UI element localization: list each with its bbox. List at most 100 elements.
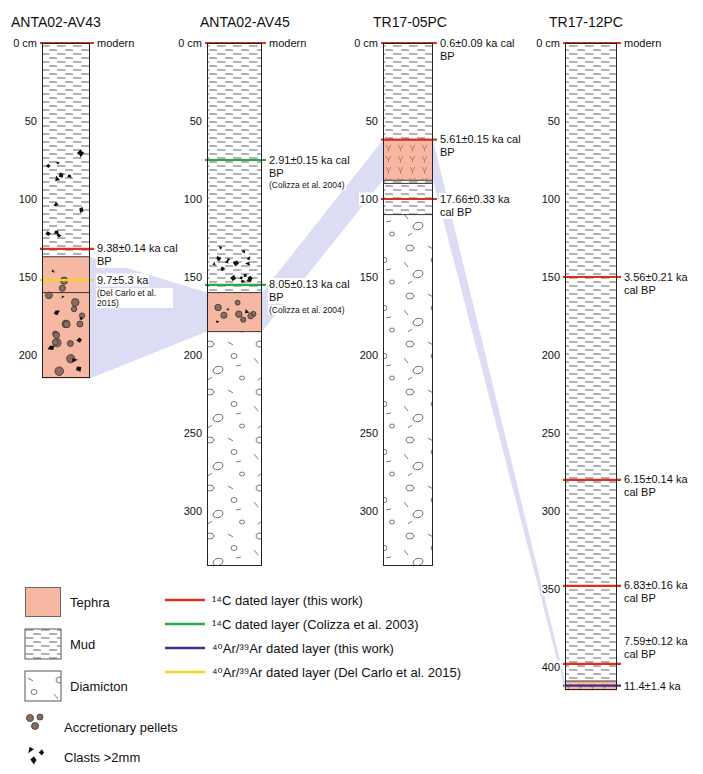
date-label: 9.7±5.3 ka xyxy=(96,274,149,287)
mud-fill xyxy=(383,43,433,140)
depth-label: 100 xyxy=(541,193,561,206)
legend-text: Diamicton xyxy=(70,679,128,694)
depth-label: 0 cm xyxy=(12,37,38,50)
pellet-symbol xyxy=(53,332,59,338)
date-label: 6.15±0.14 ka cal BP xyxy=(623,473,699,499)
legend-text: ¹⁴C dated layer (Colizza et al. 2003) xyxy=(212,617,418,632)
clast-symbol xyxy=(48,346,55,351)
clast-symbol xyxy=(245,262,250,266)
clast-symbol xyxy=(79,317,83,320)
age-label: modern xyxy=(96,37,135,50)
clast-symbol xyxy=(79,152,85,157)
age-label: modern xyxy=(268,37,307,50)
pellet-symbol xyxy=(62,320,70,328)
mud-fill xyxy=(207,43,262,293)
date-label: 17.66±0.33 ka cal BP xyxy=(439,193,523,219)
date-label: 2.91±0.15 ka cal BP xyxy=(268,154,352,180)
legend-text: Accretionary pellets xyxy=(64,720,177,735)
dated-layer-line xyxy=(40,248,94,250)
clast-symbol xyxy=(52,269,55,273)
clast-symbol xyxy=(233,260,239,266)
pellet-symbol xyxy=(71,306,76,311)
legend-line-sample xyxy=(165,599,205,602)
legend-text: ⁴⁰Ar/³⁹Ar dated layer (Del Carlo et al. … xyxy=(212,665,461,680)
pellet-symbol xyxy=(55,367,64,376)
diamicton-fill xyxy=(207,332,262,566)
depth-label: 300 xyxy=(183,505,203,518)
layer-boundary xyxy=(383,214,433,215)
depth-label: 0 cm xyxy=(177,37,203,50)
date-label: 6.83±0.16 ka cal BP xyxy=(623,579,699,605)
clast-symbol xyxy=(72,358,78,362)
core-columns xyxy=(40,43,621,690)
legend-samples xyxy=(25,587,205,764)
pellet-symbol xyxy=(236,311,242,317)
correlation-band xyxy=(433,140,565,691)
clast-symbol xyxy=(56,162,60,165)
clast-symbol xyxy=(67,175,71,179)
pellet-symbol xyxy=(63,321,70,328)
citation-label: (Colizza et al. 2004) xyxy=(268,305,346,315)
layer-boundary xyxy=(383,183,433,184)
date-label: 3.56±0.21 ka cal BP xyxy=(623,271,699,297)
depth-label: 200 xyxy=(18,349,38,362)
dated-layer-line xyxy=(205,159,266,161)
tephra-fill xyxy=(42,257,90,379)
pellet-symbol xyxy=(32,723,39,730)
clast-symbol xyxy=(39,749,44,755)
citation-label: (Del Carlo et al. 2015) xyxy=(96,288,173,308)
dated-layer-line xyxy=(563,663,621,665)
legend-sample xyxy=(25,629,61,659)
depth-label: 150 xyxy=(359,271,379,284)
clast-symbol xyxy=(59,173,64,178)
clast-symbol xyxy=(76,366,81,371)
legend-sample xyxy=(25,671,61,701)
clast-symbol xyxy=(245,309,249,313)
depth-label: 100 xyxy=(183,193,203,206)
depth-label: 150 xyxy=(541,271,561,284)
legend-text: ⁴⁰Ar/³⁹Ar dated layer (this work) xyxy=(212,641,394,656)
legend-text: Tephra xyxy=(70,595,110,610)
depth-label: 100 xyxy=(18,193,38,206)
pellet-symbol xyxy=(27,715,34,722)
core-name: TR17-05PC xyxy=(373,14,447,30)
pellet-symbol xyxy=(235,300,240,305)
core-column: TR17-12PC xyxy=(565,43,617,690)
age-label: modern xyxy=(623,37,662,50)
clast-symbol xyxy=(241,279,245,283)
date-label: 7.59±0.12 ka cal BP xyxy=(623,635,699,661)
depth-label: 50 xyxy=(189,115,203,128)
depth-label: 50 xyxy=(365,115,379,128)
legend-line-sample xyxy=(165,647,205,650)
pellet-symbol xyxy=(248,313,254,319)
dated-layer-line xyxy=(563,479,621,481)
depth-label: 350 xyxy=(541,583,561,596)
clast-symbol xyxy=(226,308,229,311)
pellet-symbol xyxy=(241,317,246,322)
clast-symbol xyxy=(219,246,223,250)
date-label: 9.38±0.14 ka cal BP xyxy=(96,242,180,268)
dated-layer-line xyxy=(563,276,621,278)
clast-symbol xyxy=(220,267,225,272)
clast-symbol xyxy=(76,337,82,342)
pellet-symbol xyxy=(53,339,61,347)
depth-label: 300 xyxy=(541,505,561,518)
diamicton-fill xyxy=(383,215,433,566)
clast-symbol xyxy=(61,295,64,298)
dated-layer-line xyxy=(205,284,266,286)
pellet-symbol xyxy=(215,304,221,310)
layer-boundary xyxy=(207,292,262,293)
clast-symbol xyxy=(54,310,60,315)
clast-symbol xyxy=(46,164,51,168)
dated-layer-line xyxy=(381,198,437,200)
date-label: 8.05±0.13 ka cal BP xyxy=(268,278,352,304)
dated-layer-line xyxy=(40,279,94,281)
legend-text: Mud xyxy=(70,637,95,652)
depth-label: 250 xyxy=(359,427,379,440)
pellet-symbol xyxy=(59,285,65,291)
clast-symbol xyxy=(225,259,229,263)
pellet-symbol xyxy=(52,339,58,345)
clast-symbol xyxy=(45,231,51,236)
dated-layer-line xyxy=(563,585,621,587)
